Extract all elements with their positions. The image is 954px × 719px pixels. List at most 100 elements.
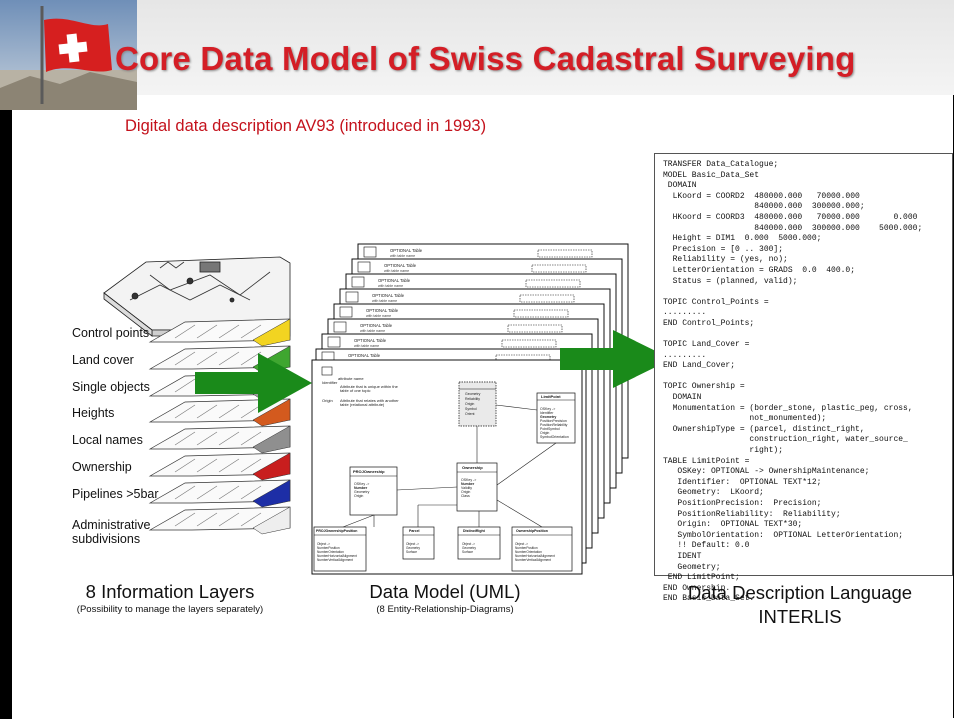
svg-text:Class: Class bbox=[461, 494, 470, 498]
svg-text:PointSymbol: PointSymbol bbox=[540, 427, 560, 431]
svg-text:Surface: Surface bbox=[406, 550, 417, 554]
uml-stack-sublabel: with table name bbox=[360, 329, 385, 333]
layers-caption: 8 Information Layers (Possibility to man… bbox=[40, 581, 300, 615]
uml-stack-label: OPTIONAL Table bbox=[372, 293, 405, 298]
left-rule bbox=[0, 95, 12, 719]
uml-distinctright-label: DistinctRight bbox=[463, 529, 486, 533]
svg-text:Geometry: Geometry bbox=[462, 546, 476, 550]
svg-text:table (relational attribute): table (relational attribute) bbox=[340, 402, 385, 407]
svg-text:Geometry: Geometry bbox=[540, 415, 556, 419]
svg-text:Number: Number bbox=[354, 486, 368, 490]
layer-label: Heights bbox=[72, 406, 115, 420]
layers-caption-sub: (Possibility to manage the layers separa… bbox=[76, 604, 264, 615]
uml-stack-sublabel: with table name bbox=[390, 254, 415, 258]
layer-slab bbox=[148, 398, 291, 427]
swiss-flag-image bbox=[0, 0, 137, 110]
svg-text:Origin: Origin bbox=[465, 402, 474, 406]
svg-text:Object ->: Object -> bbox=[462, 542, 475, 546]
uml-stack-label: OPTIONAL Table bbox=[354, 338, 387, 343]
svg-text:table of one topic: table of one topic bbox=[340, 388, 370, 393]
svg-text:NumberPosition: NumberPosition bbox=[515, 546, 538, 550]
svg-text:Origin: Origin bbox=[540, 431, 549, 435]
uml-limitpoint-label: LimitPoint bbox=[541, 394, 561, 399]
layer-label: Pipelines >5bar bbox=[72, 487, 159, 501]
uml-stack-label: OPTIONAL Table bbox=[366, 308, 399, 313]
svg-text:Object ->: Object -> bbox=[406, 542, 419, 546]
arrow-uml-to-interlis bbox=[560, 330, 672, 388]
svg-text:Identifier: Identifier bbox=[322, 380, 338, 385]
svg-text:PositionPrecision: PositionPrecision bbox=[540, 419, 567, 423]
uml-projownership-label: PROJOwnership bbox=[353, 469, 385, 474]
uml-stack-sublabel: with table name bbox=[354, 344, 379, 348]
svg-text:OSKey ->: OSKey -> bbox=[461, 478, 476, 482]
uml-ownership-label: Ownership bbox=[462, 465, 483, 470]
uml-stack-label: OPTIONAL Table bbox=[360, 323, 393, 328]
interlis-caption: Data Description Language INTERLIS bbox=[648, 581, 952, 629]
svg-text:OSKey ->: OSKey -> bbox=[540, 407, 555, 411]
layer-label: Ownership bbox=[72, 460, 132, 474]
svg-text:Symbol: Symbol bbox=[465, 407, 477, 411]
svg-text:attribute name: attribute name bbox=[338, 376, 364, 381]
layer-label: Administrative subdivisions bbox=[72, 518, 151, 546]
svg-text:OSKey ->: OSKey -> bbox=[354, 482, 369, 486]
svg-text:Number: Number bbox=[461, 482, 475, 486]
svg-text:Origin: Origin bbox=[322, 398, 333, 403]
svg-text:Surface: Surface bbox=[462, 550, 473, 554]
svg-text:NumberOrientation: NumberOrientation bbox=[317, 550, 344, 554]
svg-text:Reliability: Reliability bbox=[465, 397, 480, 401]
slide-subtitle: Digital data description AV93 (introduce… bbox=[125, 117, 487, 135]
svg-text:NumberVerticalAlignment: NumberVerticalAlignment bbox=[515, 558, 551, 562]
svg-text:Orient: Orient bbox=[465, 412, 475, 416]
uml-ownershipposition-label: OwnershipPosition bbox=[516, 529, 548, 533]
layer-slabs bbox=[148, 318, 291, 535]
uml-projownershipposition-label: PROJOwnershipPosition bbox=[316, 529, 357, 533]
layer-label: Control points bbox=[72, 326, 150, 340]
layer-label: Local names bbox=[72, 433, 143, 447]
uml-stack-sublabel: with table name bbox=[372, 299, 397, 303]
uml-stack-label: OPTIONAL Table bbox=[384, 263, 417, 268]
svg-text:PositionReliability: PositionReliability bbox=[540, 423, 568, 427]
uml-stack-label: OPTIONAL Table bbox=[378, 278, 411, 283]
svg-text:SymbolOrientation: SymbolOrientation bbox=[540, 435, 569, 439]
svg-text:Identifier: Identifier bbox=[540, 411, 554, 415]
uml-stack-sublabel: with table name bbox=[384, 269, 409, 273]
svg-text:Attribute that relates with an: Attribute that relates with another bbox=[340, 398, 399, 403]
svg-text:NumberVerticalAlignment: NumberVerticalAlignment bbox=[317, 558, 353, 562]
svg-text:Geometry: Geometry bbox=[465, 392, 481, 396]
svg-text:NumberPosition: NumberPosition bbox=[317, 546, 340, 550]
svg-text:Validity: Validity bbox=[461, 486, 472, 490]
uml-caption-title: Data Model (UML) bbox=[369, 581, 521, 602]
uml-caption-sub: (8 Entity-Relationship-Diagrams) bbox=[376, 604, 514, 615]
slide-title: Core Data Model of Swiss Cadastral Surve… bbox=[115, 40, 856, 77]
svg-text:NumberOrientation: NumberOrientation bbox=[515, 550, 542, 554]
layer-slab bbox=[148, 506, 291, 535]
layer-slab bbox=[148, 425, 291, 454]
uml-front-page: attribute name Identifier Attribute that… bbox=[311, 359, 583, 575]
svg-text:Object ->: Object -> bbox=[317, 542, 330, 546]
svg-text:Attribute that is unique withi: Attribute that is unique within the bbox=[340, 384, 399, 389]
interlis-caption-title: Data Description Language INTERLIS bbox=[687, 582, 913, 627]
uml-caption: Data Model (UML) (8 Entity-Relationship-… bbox=[335, 581, 555, 615]
header-band bbox=[0, 0, 954, 95]
uml-stack-sublabel: with table name bbox=[366, 314, 391, 318]
uml-stack-sublabel: with table name bbox=[378, 284, 403, 288]
svg-text:Geometry: Geometry bbox=[406, 546, 420, 550]
svg-text:Origin: Origin bbox=[461, 490, 470, 494]
layer-label: Land cover bbox=[72, 353, 134, 367]
interlis-code-panel: TRANSFER Data_Catalogue; MODEL Basic_Dat… bbox=[654, 153, 953, 603]
uml-stack-label: OPTIONAL Table bbox=[348, 353, 381, 358]
arrow-layers-to-uml bbox=[195, 353, 312, 413]
flow-arrows bbox=[195, 330, 672, 413]
interlis-code: TRANSFER Data_Catalogue; MODEL Basic_Dat… bbox=[663, 160, 923, 604]
layers-caption-title: 8 Information Layers bbox=[85, 581, 255, 602]
svg-text:Object ->: Object -> bbox=[515, 542, 528, 546]
svg-text:NumberHorizontalAlignment: NumberHorizontalAlignment bbox=[317, 554, 357, 558]
layer-label: Single objects bbox=[72, 380, 150, 394]
svg-text:NumberHorizontalAlignment: NumberHorizontalAlignment bbox=[515, 554, 555, 558]
uml-parcel-label: Parcel bbox=[409, 529, 420, 533]
layer-slab bbox=[148, 452, 291, 481]
layer-slab bbox=[148, 479, 291, 508]
layer-slab bbox=[148, 318, 291, 347]
svg-text:Geometry: Geometry bbox=[354, 490, 370, 494]
